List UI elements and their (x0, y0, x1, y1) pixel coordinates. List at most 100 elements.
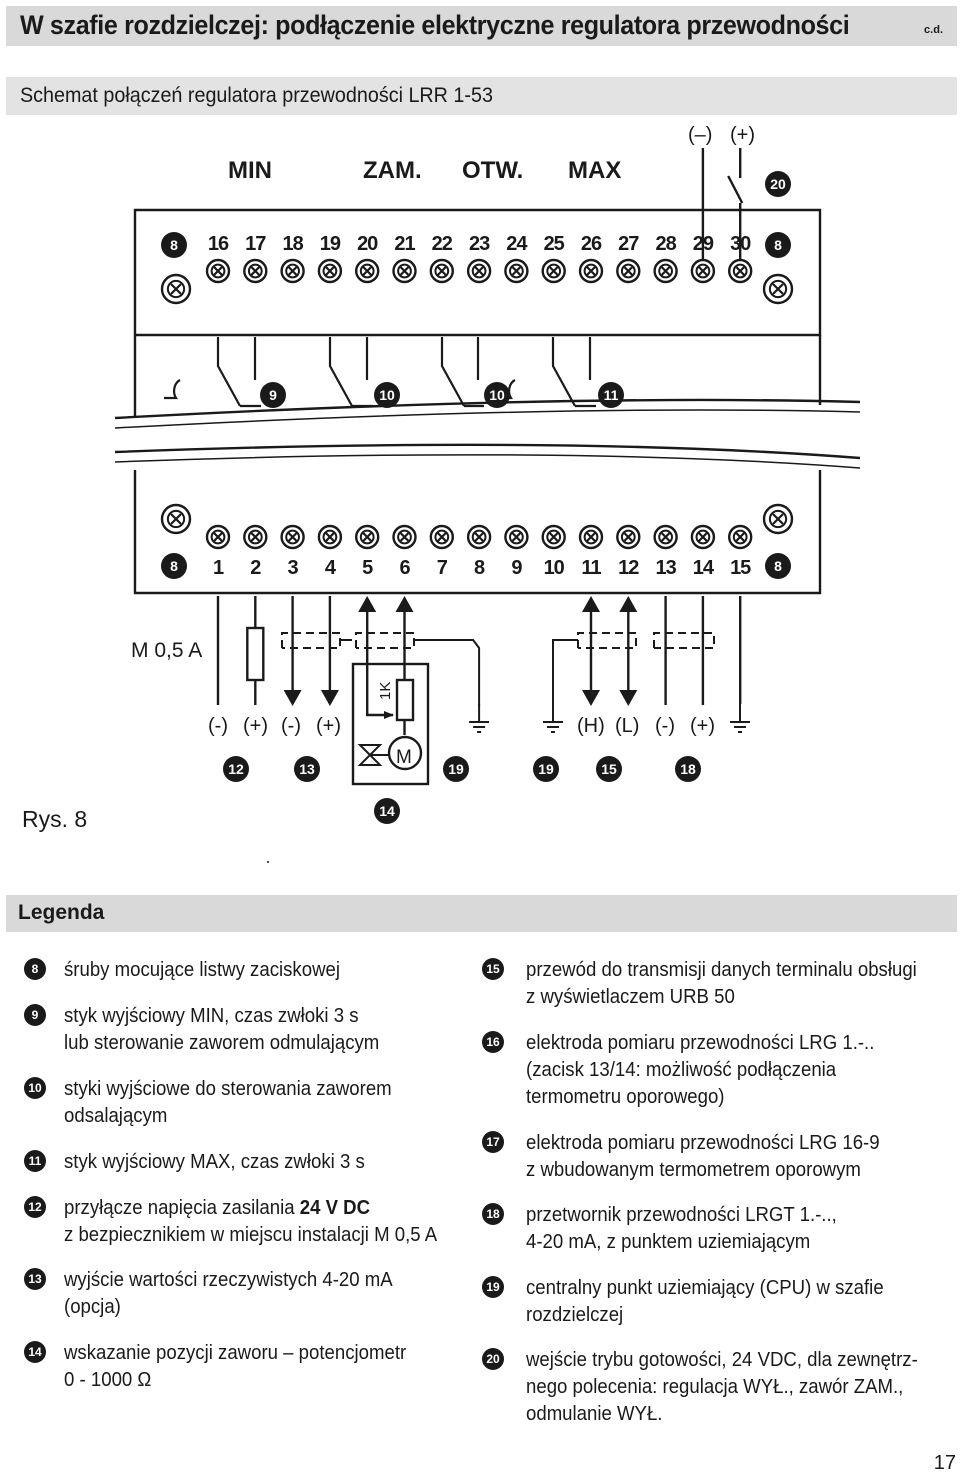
legend-number: 11 (24, 1150, 46, 1172)
legend-text: centralny punkt uziemiający (CPU) w szaf… (526, 1277, 884, 1326)
actuator-box (351, 662, 430, 786)
callout-8: 8 (765, 232, 791, 258)
arrow-l (619, 690, 638, 706)
legend-number: 17 (482, 1131, 504, 1153)
callout-15: 15 (596, 756, 622, 782)
arrow-5 (358, 596, 377, 612)
terminal-screw-top (280, 258, 305, 284)
legend-number: 18 (482, 1203, 504, 1225)
relay-open (440, 337, 484, 408)
terminal-block-top (133, 208, 822, 418)
terminal-screw-top (653, 258, 678, 284)
page-number: 17 (933, 1452, 956, 1474)
terminal-label-bottom: 8 (474, 557, 485, 579)
arrow-h (582, 690, 600, 706)
svg-text:20: 20 (770, 176, 786, 192)
label-motor: M (396, 747, 412, 768)
label-pot: 1K (377, 682, 394, 700)
terminal-label-top: 17 (245, 233, 266, 255)
legend-text: styk wyjściowy MAX, czas zwłoki 3 s (64, 1151, 365, 1173)
terminal-label-bottom: 7 (437, 557, 448, 579)
legend-item: 11 styk wyjściowy MAX, czas zwłoki 3 s (24, 1149, 387, 1176)
legend-number: 13 (24, 1268, 46, 1290)
page-header: W szafie rozdzielczej: podłączenie elekt… (6, 6, 957, 46)
label-plus-top: (+) (730, 124, 755, 146)
ground-symbol (469, 704, 490, 733)
wire-11-12 (589, 612, 630, 690)
terminal-screw-bottom (728, 524, 753, 550)
svg-text:10: 10 (379, 387, 395, 403)
label-min: MIN (228, 157, 272, 184)
terminal-label-top: 23 (469, 233, 490, 255)
arrow-12 (619, 596, 638, 612)
callout-11: 11 (598, 382, 624, 408)
terminal-screw-top (355, 258, 380, 284)
label-max: MAX (568, 157, 621, 184)
motor (387, 735, 423, 771)
legend-item: 20 wejście trybu gotowości, 24 VDC, dla … (482, 1347, 947, 1428)
label-l: (L) (615, 715, 639, 737)
terminal-screw-bottom (280, 524, 305, 550)
fuse (246, 626, 265, 682)
callout-13: 13 (294, 756, 320, 782)
terminal-label-bottom: 12 (618, 557, 639, 579)
callout-19: 19 (443, 756, 469, 782)
terminal-label-bottom: 10 (544, 557, 565, 579)
relay-max (499, 337, 596, 408)
terminal-screw-top (578, 258, 604, 284)
figure-label: Rys. 8 (22, 806, 88, 832)
legend-item: 17 elektroda pomiaru przewodności LRG 16… (482, 1130, 906, 1184)
callout-10: 10 (374, 382, 400, 408)
break-line (114, 398, 861, 420)
legend-text-part: przyłącze napięcia zasilania (64, 1197, 300, 1219)
legend-item: 16 elektroda pomiaru przewodności LRG 1.… (482, 1030, 901, 1111)
callout-19: 19 (533, 756, 559, 782)
arrow-11 (582, 596, 600, 612)
svg-text:8: 8 (774, 558, 782, 574)
callout-10: 10 (484, 382, 510, 408)
legend-number: 8 (24, 958, 46, 980)
potentiometer (395, 678, 415, 722)
shield-14 (355, 632, 415, 649)
callout-14: 14 (374, 798, 400, 824)
legend-text-part: z bezpiecznikiem w miejscu instalacji M … (64, 1224, 438, 1246)
svg-text:18: 18 (680, 761, 696, 777)
ground-wire-19 (414, 639, 481, 706)
standby-switch (727, 148, 744, 262)
legend-text: śruby mocujące listwy zaciskowej (64, 959, 340, 981)
callout-9: 9 (260, 382, 286, 408)
legend-item: 19 centralny punkt uziemiający (CPU) w s… (482, 1275, 911, 1329)
label-bottom-minus-1: (-) (208, 715, 228, 737)
terminal-label-bottom: 13 (655, 557, 676, 579)
arrow-6 (395, 596, 414, 612)
legend-item: 8 śruby mocujące listwy zaciskowej (24, 957, 361, 984)
legend-item: 14 wskazanie pozycji zaworu – potencjome… (24, 1340, 432, 1394)
terminal-label-bottom: 15 (730, 557, 751, 579)
arrow-4 (320, 690, 339, 706)
pot-wiper-arrow (384, 711, 394, 719)
label-bottom-minus-2: (-) (281, 715, 301, 737)
legend-text: wejście trybu gotowości, 24 VDC, dla zew… (526, 1349, 918, 1425)
terminal-label-bottom: 4 (325, 557, 337, 579)
terminal-label-top: 29 (693, 233, 714, 255)
terminal-label-top: 24 (506, 233, 528, 255)
terminal-screw-top (317, 258, 343, 284)
mounting-screw (762, 273, 794, 305)
terminal-label-top: 20 (357, 233, 378, 255)
legend-text: przewód do transmisji danych terminalu o… (526, 959, 917, 1008)
terminal-label-top: 28 (655, 233, 676, 255)
mounting-screw (160, 273, 192, 305)
terminal-screw-bottom (429, 524, 454, 550)
legend-number: 20 (482, 1348, 504, 1370)
relay-min (164, 337, 261, 408)
break-line (114, 443, 861, 460)
legend-number: 9 (24, 1004, 46, 1026)
terminal-screw-top (728, 258, 753, 284)
terminal-screw-bottom (504, 524, 529, 550)
legend-number: 12 (24, 1196, 46, 1218)
terminal-screw-top (243, 258, 268, 284)
mounting-screw (762, 503, 794, 535)
legend-text-bold: 24 V DC (299, 1197, 371, 1219)
legend-text: styki wyjściowe do sterowania zaworem od… (64, 1078, 392, 1127)
svg-text:19: 19 (538, 761, 554, 777)
